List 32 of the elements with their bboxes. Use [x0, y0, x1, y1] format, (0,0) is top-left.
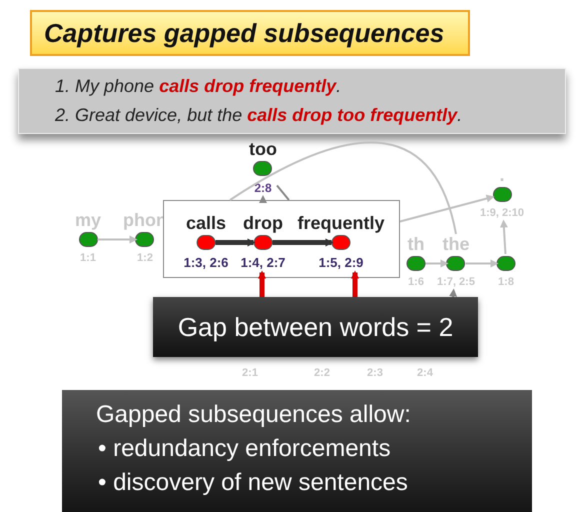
arrow [216, 238, 256, 246]
position-label: 2:8 [254, 180, 272, 197]
subsequence-panel [163, 200, 400, 278]
arrow [272, 238, 334, 246]
callout-text: Gap between words = 2 [178, 310, 454, 344]
word-label: too [249, 139, 277, 159]
position-label: 1:5, 2:9 [318, 254, 364, 272]
arrow [98, 236, 138, 244]
example-sentence: 1. My phone calls drop frequently. [55, 75, 342, 98]
arrow [258, 270, 266, 297]
sentence-panel [18, 68, 566, 134]
arrow [500, 220, 508, 254]
arc-connector [229, 142, 457, 234]
summary-panel [62, 390, 532, 512]
word-label: frequently [298, 213, 384, 233]
title-banner: Captures gapped subsequences [30, 10, 470, 56]
arrow [449, 288, 458, 298]
arrow [351, 270, 359, 297]
summary-bullet: • discovery of new sentences [97, 468, 409, 498]
arrow [466, 260, 498, 268]
arrow [400, 194, 494, 222]
position-label: 1:3, 2:6 [184, 254, 228, 272]
arrow [259, 195, 267, 203]
arrow [426, 260, 448, 268]
summary-heading: Gapped subsequences allow: [96, 400, 412, 430]
word-label: . [499, 165, 504, 185]
example-sentence: 2. Great device, but the calls drop too frequently. [55, 104, 464, 127]
summary-bullet: • redundancy enforcements [97, 434, 392, 464]
callout-box [153, 297, 478, 357]
word-label: calls [186, 213, 226, 233]
word-label: drop [243, 213, 283, 233]
position-label: 1:4, 2:7 [240, 254, 286, 272]
